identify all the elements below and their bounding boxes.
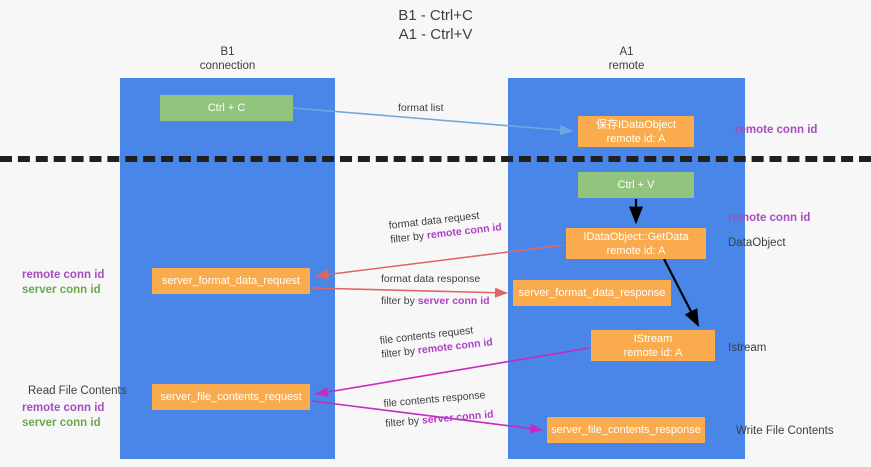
edge-label-format-data-response-line2: filter by server conn id — [381, 294, 490, 308]
node-idataobject-getdata-line2: remote id: A — [606, 244, 666, 257]
title-line-1: B1 - Ctrl+C — [398, 7, 473, 24]
node-idataobject-getdata-line1: IDataObject::GetData — [583, 230, 689, 243]
column-header-b1: B1 connection — [120, 45, 335, 73]
edge-label-format-data-response-line1: format data response — [381, 273, 481, 285]
edge-label-filter-prefix-2: filter by — [381, 295, 418, 307]
annotation-server-conn-id-left-2: server conn id — [22, 417, 101, 429]
node-server-format-data-response[interactable]: server_format_data_response — [513, 280, 671, 306]
annotation-remote-conn-id-top: remote conn id — [735, 124, 818, 136]
node-store-idataobject-line1: 保存IDataObject — [595, 118, 677, 131]
node-ctrl-c[interactable]: Ctrl + C — [160, 95, 293, 121]
annotation-server-conn-id-left-1: server conn id — [22, 284, 101, 296]
label-write-file-contents: Write File Contents — [736, 425, 834, 437]
connector-file-contents-request — [315, 347, 590, 398]
column-header-a1-role: remote — [608, 60, 645, 72]
node-server-format-data-response-label: server_format_data_response — [518, 287, 666, 299]
node-store-idataobject-line2: remote id: A — [606, 132, 666, 145]
connector-file-contents-response — [311, 400, 543, 434]
annotation-conn-ids-file: remote conn id server conn id — [22, 401, 104, 431]
node-ctrl-v-label: Ctrl + V — [617, 179, 655, 191]
node-store-idataobject[interactable]: 保存IDataObject remote id: A — [578, 116, 694, 147]
column-header-a1: A1 remote — [508, 45, 745, 73]
annotation-remote-conn-id-left-2: remote conn id — [22, 402, 105, 414]
node-server-format-data-request[interactable]: server_format_data_request — [152, 268, 310, 294]
column-header-a1-name: A1 — [619, 46, 634, 58]
node-ctrl-v[interactable]: Ctrl + V — [578, 172, 694, 198]
node-server-file-contents-request[interactable]: server_file_contents_request — [152, 384, 310, 410]
column-header-b1-role: connection — [199, 60, 256, 72]
annotation-conn-ids-format: remote conn id server conn id — [22, 268, 104, 298]
node-idataobject-getdata[interactable]: IDataObject::GetData remote id: A — [566, 228, 706, 259]
label-read-file-contents: Read File Contents — [28, 385, 127, 397]
node-server-file-contents-response-label: server_file_contents_response — [551, 424, 701, 436]
title-line-2: A1 - Ctrl+V — [398, 26, 473, 43]
column-header-b1-name: B1 — [220, 46, 235, 58]
annotation-remote-conn-id-middle: remote conn id — [728, 212, 811, 224]
annotation-remote-conn-id-left-1: remote conn id — [22, 269, 105, 281]
edge-label-filter-prefix-4: filter by — [384, 414, 423, 430]
connector-format-data-response — [311, 287, 508, 298]
connector-format-list — [292, 107, 573, 136]
label-dataobject: DataObject — [728, 237, 786, 249]
edge-label-format-list: format list — [398, 102, 444, 114]
connector-getdata-to-istream — [663, 258, 700, 327]
label-istream: Istream — [728, 342, 767, 354]
node-server-format-data-request-label: server_format_data_request — [161, 275, 301, 287]
edge-label-format-data-response: format data response filter by server co… — [381, 272, 490, 308]
node-istream-line1: IStream — [633, 332, 673, 345]
page-title: B1 - Ctrl+C A1 - Ctrl+V — [0, 6, 871, 44]
phase-divider — [0, 156, 871, 162]
node-istream[interactable]: IStream remote id: A — [591, 330, 715, 361]
edge-label-server-conn-id-1: server conn id — [417, 295, 490, 307]
node-istream-line2: remote id: A — [623, 346, 683, 359]
node-ctrl-c-label: Ctrl + C — [207, 102, 246, 114]
node-server-file-contents-request-label: server_file_contents_request — [160, 391, 302, 403]
node-server-file-contents-response[interactable]: server_file_contents_response — [547, 417, 705, 443]
connector-format-data-request — [315, 244, 565, 280]
